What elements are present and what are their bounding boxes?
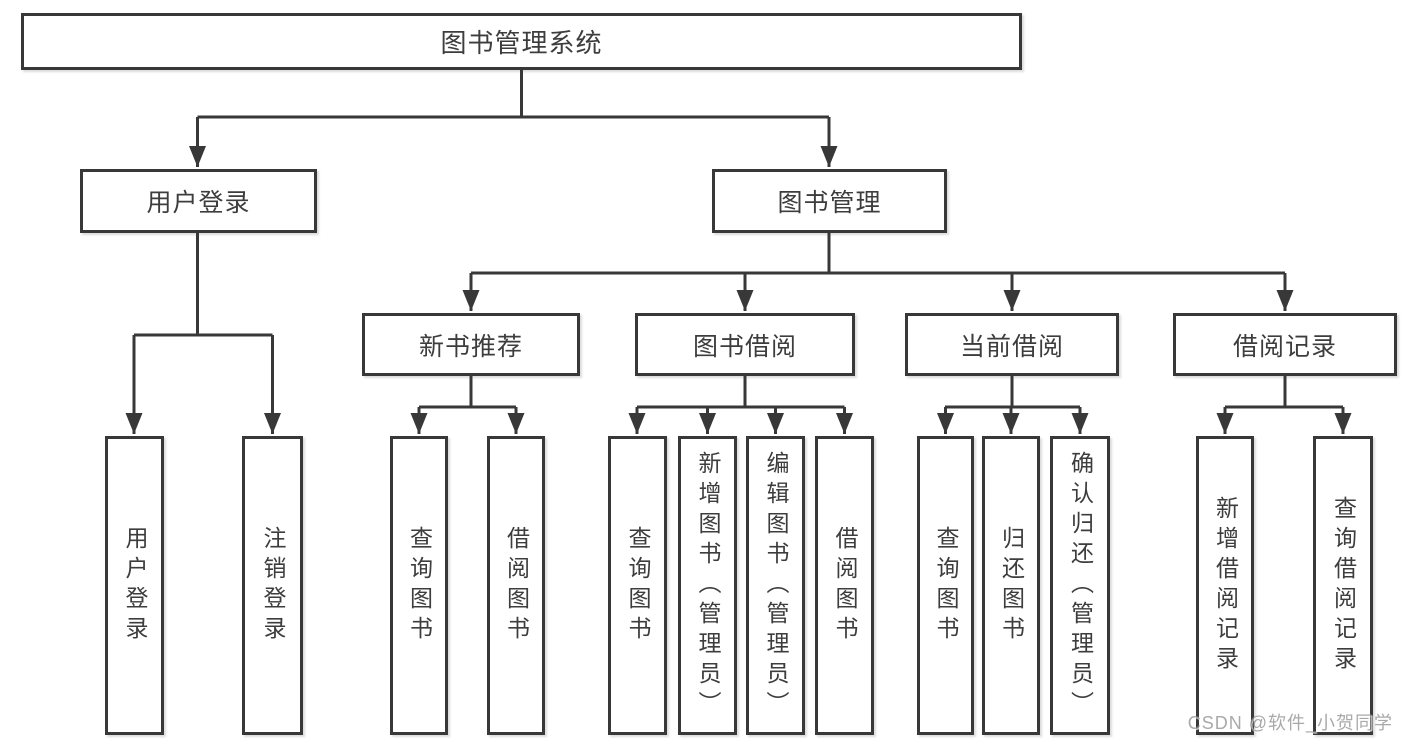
node-label: 借阅记录 bbox=[1232, 332, 1337, 361]
node-label: 确认归还（管理员） bbox=[1067, 450, 1094, 721]
node-root-system: 图书管理系统 bbox=[21, 13, 1022, 70]
node-leaf-query-books-recommend: 查询图书 bbox=[390, 436, 448, 735]
node-label: 新增图书（管理员） bbox=[695, 450, 721, 721]
node-leaf-query-books-current: 查询图书 bbox=[917, 436, 974, 735]
node-label: 查询借阅记录 bbox=[1330, 495, 1357, 676]
node-leaf-add-book-admin: 新增图书（管理员） bbox=[678, 436, 737, 735]
node-label: 注销登录 bbox=[260, 525, 286, 646]
node-label: 用户登录 bbox=[146, 189, 251, 217]
node-book-management-branch: 图书管理 bbox=[712, 169, 947, 233]
node-leaf-confirm-return-admin: 确认归还（管理员） bbox=[1050, 436, 1110, 735]
node-leaf-edit-book-admin: 编辑图书（管理员） bbox=[746, 436, 805, 735]
node-label: 新增借阅记录 bbox=[1212, 495, 1239, 676]
node-label: 图书借阅 bbox=[692, 332, 797, 361]
node-book-borrowing: 图书借阅 bbox=[635, 313, 855, 376]
node-leaf-user-login: 用户登录 bbox=[105, 436, 164, 735]
node-leaf-borrow-books-borrowing: 借阅图书 bbox=[815, 436, 874, 735]
node-label: 用户登录 bbox=[122, 525, 148, 646]
node-label: 编辑图书（管理员） bbox=[763, 450, 789, 721]
node-leaf-query-borrow-record: 查询借阅记录 bbox=[1313, 436, 1373, 735]
node-borrowing-records: 借阅记录 bbox=[1173, 313, 1397, 376]
node-current-borrowing: 当前借阅 bbox=[905, 313, 1119, 376]
node-label: 新书推荐 bbox=[418, 332, 523, 361]
node-leaf-return-book: 归还图书 bbox=[982, 436, 1040, 735]
node-label: 借阅图书 bbox=[832, 525, 858, 646]
node-leaf-borrow-books-recommend: 借阅图书 bbox=[487, 436, 545, 735]
node-label: 借阅图书 bbox=[503, 525, 530, 646]
node-label: 当前借阅 bbox=[959, 332, 1064, 361]
node-leaf-add-borrow-record: 新增借阅记录 bbox=[1196, 436, 1254, 735]
node-new-book-recommend: 新书推荐 bbox=[362, 313, 580, 376]
node-label: 查询图书 bbox=[406, 525, 433, 646]
node-label: 图书管理 bbox=[777, 189, 882, 217]
node-leaf-logout: 注销登录 bbox=[242, 436, 303, 735]
node-root-label: 图书管理系统 bbox=[440, 28, 603, 58]
csdn-watermark: CSDN @软件_小贺同学 bbox=[1187, 713, 1393, 733]
node-leaf-query-books-borrowing: 查询图书 bbox=[608, 436, 667, 735]
node-label: 查询图书 bbox=[625, 525, 651, 646]
node-user-login-branch: 用户登录 bbox=[80, 169, 317, 233]
node-label: 归还图书 bbox=[998, 525, 1025, 646]
node-label: 查询图书 bbox=[933, 525, 959, 646]
